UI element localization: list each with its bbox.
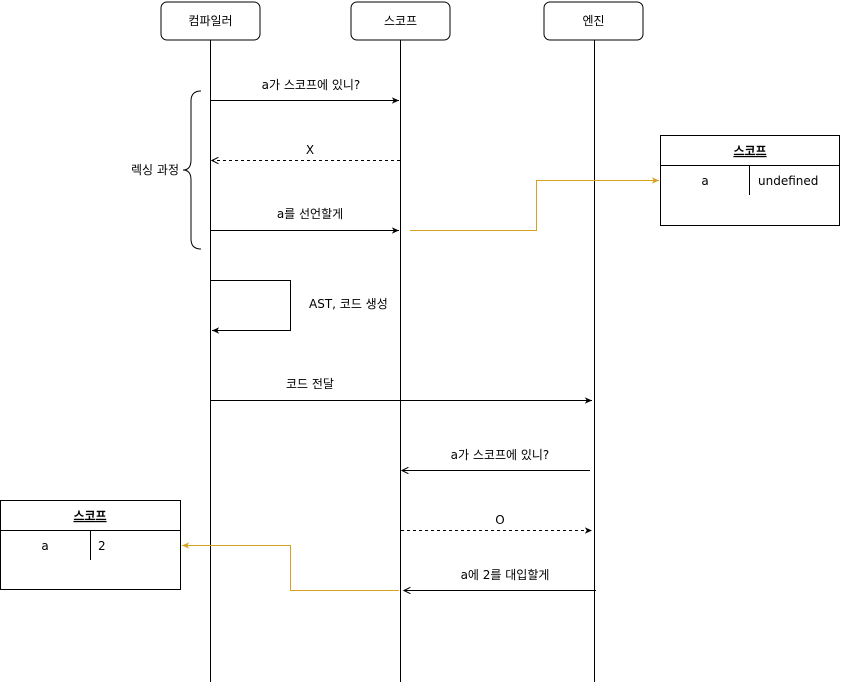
scope-table-left-title: 스코프 bbox=[73, 509, 106, 523]
scope-table-right-name: a bbox=[701, 174, 708, 188]
message-label-5: 코드 전달 bbox=[286, 377, 334, 391]
participant-compiler: 컴파일러 bbox=[160, 1, 261, 41]
message-label-2: X bbox=[306, 143, 314, 157]
message-label-8: a에 2를 대입할게 bbox=[461, 568, 550, 582]
message-label-6: a가 스코프에 있니? bbox=[451, 448, 550, 462]
message-label-4: AST, 코드 생성 bbox=[309, 297, 388, 311]
scope-table-right: 스코프 a undefined bbox=[660, 135, 840, 226]
scope-table-left: 스코프 a 2 bbox=[0, 500, 181, 590]
scope-table-right-title: 스코프 bbox=[733, 144, 766, 158]
participant-engine: 엔진 bbox=[543, 1, 644, 41]
message-arrow-4 bbox=[211, 280, 291, 334]
participant-compiler-label: 컴파일러 bbox=[188, 14, 232, 28]
scope-table-left-value: 2 bbox=[98, 539, 106, 553]
connector-to-left-table bbox=[182, 542, 399, 591]
message-label-3: a를 선언할게 bbox=[277, 207, 343, 221]
scope-table-left-name: a bbox=[41, 539, 48, 553]
participant-engine-label: 엔진 bbox=[582, 14, 604, 28]
lexing-brace bbox=[182, 90, 202, 250]
message-label-1: a가 스코프에 있니? bbox=[262, 78, 361, 92]
connector-to-right-table bbox=[410, 177, 659, 231]
participant-scope: 스코프 bbox=[350, 1, 451, 41]
message-label-7: O bbox=[495, 513, 504, 527]
scope-table-right-value: undefined bbox=[758, 174, 818, 188]
participant-scope-label: 스코프 bbox=[384, 14, 417, 28]
brace-label: 렉싱 과정 bbox=[131, 163, 179, 177]
